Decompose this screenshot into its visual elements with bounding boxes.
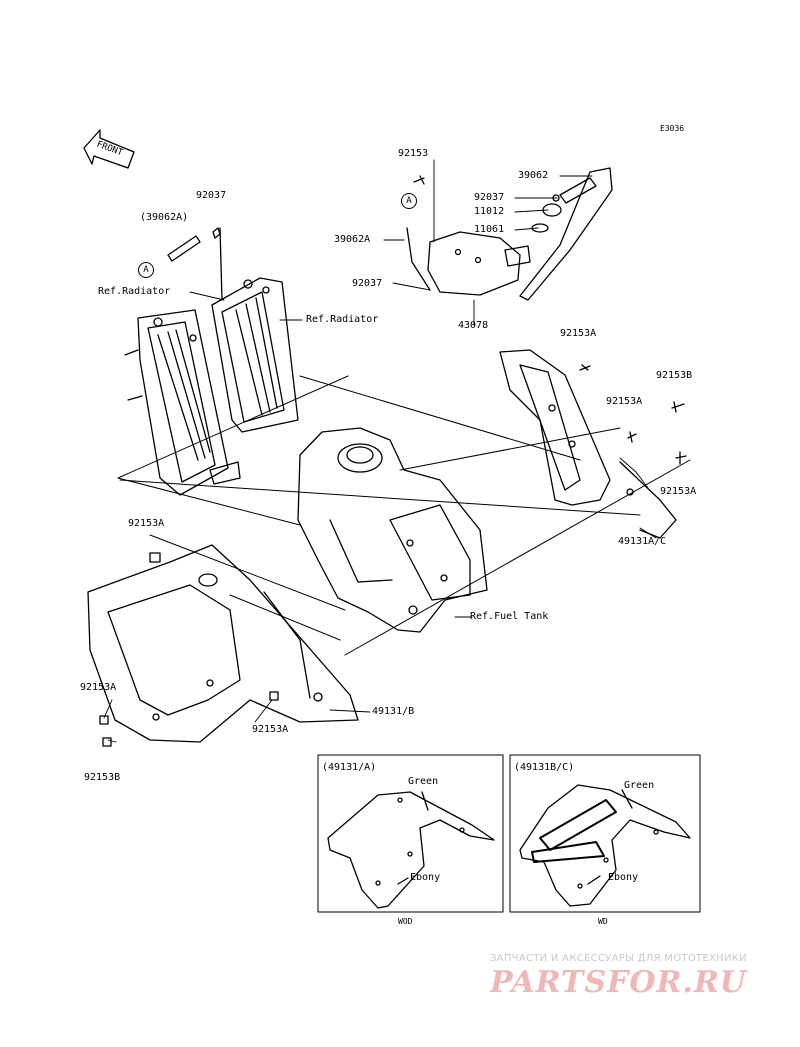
variant-box-a <box>317 754 504 913</box>
label-39062a-paren: (39062A) <box>140 212 189 223</box>
label-39062a: 39062A <box>334 234 371 245</box>
label-92153: 92153 <box>398 148 429 159</box>
label-49131b: 49131/B <box>372 706 415 717</box>
radiator-left <box>124 309 241 496</box>
label-92153b-1: 92153B <box>656 370 693 381</box>
shroud-right-49131ac <box>499 349 677 539</box>
radiator-right <box>211 277 299 433</box>
label-92037-left: 92037 <box>196 190 227 201</box>
callout-a-top: A <box>401 193 417 209</box>
assembly-guide-lines <box>117 375 691 656</box>
leader-lines <box>103 159 657 743</box>
variant-box-bc <box>509 754 701 913</box>
label-ref-radiator-right: Ref.Radiator <box>306 314 379 325</box>
label-92153a-6: 92153A <box>252 724 289 735</box>
hose-39062a <box>167 227 223 301</box>
front-arrow-icon <box>83 129 135 169</box>
watermark-logo: PARTSFOR.RU <box>490 965 747 1000</box>
fuel-tank <box>297 427 488 633</box>
label-92037-top: 92037 <box>474 192 505 203</box>
label-49131ac: 49131A/C <box>618 536 667 547</box>
reservoir-tank-43078 <box>406 167 613 301</box>
watermark-caption: ЗАПЧАСТИ И АКСЕССУАРЫ ДЛЯ МОТОТЕХНИКИ <box>490 953 747 964</box>
variant-a-footer: WOD <box>398 917 413 926</box>
label-43078: 43078 <box>458 320 489 331</box>
diagram-code: E3036 <box>660 124 685 133</box>
label-ref-radiator-left: Ref.Radiator <box>98 286 171 297</box>
label-11012: 11012 <box>474 206 505 217</box>
variant-a-color-top: Green <box>408 776 439 787</box>
bolts <box>99 175 687 747</box>
variant-a-title: (49131/A) <box>322 762 377 773</box>
variant-bc-color-top: Green <box>624 780 655 791</box>
label-92153a-2: 92153A <box>606 396 643 407</box>
label-92153a-5: 92153A <box>80 682 117 693</box>
label-39062: 39062 <box>518 170 549 181</box>
shroud-left-49131b <box>87 544 359 743</box>
label-92153b-2: 92153B <box>84 772 121 783</box>
label-92037-mid: 92037 <box>352 278 383 289</box>
variant-bc-footer: WD <box>598 917 608 926</box>
label-92153a-1: 92153A <box>560 328 597 339</box>
label-92153a-4: 92153A <box>128 518 165 529</box>
variant-bc-title: (49131B/C) <box>514 762 575 773</box>
variant-bc-color-bottom: Ebony <box>608 872 639 883</box>
label-11061: 11061 <box>474 224 505 235</box>
callout-a-left: A <box>138 262 154 278</box>
variant-a-color-bottom: Ebony <box>410 872 441 883</box>
label-92153a-3: 92153A <box>660 486 697 497</box>
label-ref-fuel-tank: Ref.Fuel Tank <box>470 611 549 622</box>
